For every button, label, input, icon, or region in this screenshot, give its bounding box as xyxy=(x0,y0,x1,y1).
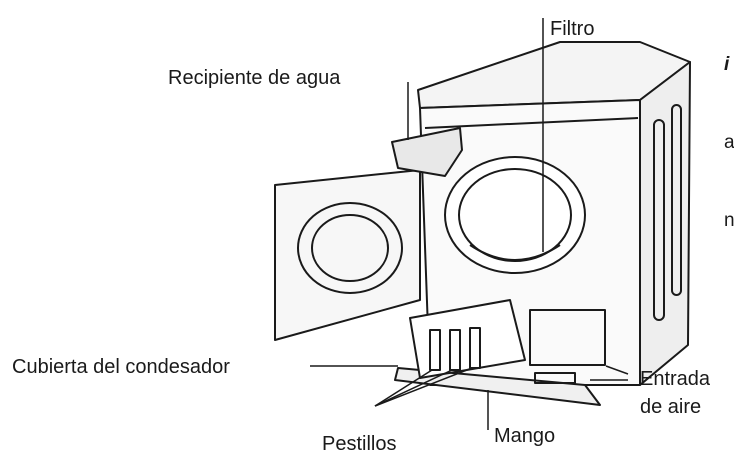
label-latches: Pestillos xyxy=(322,433,396,455)
lower-compartment xyxy=(529,309,606,366)
latch xyxy=(449,329,461,371)
filter-frame xyxy=(469,244,561,261)
door-window xyxy=(297,202,403,294)
leader-latch-1 xyxy=(374,369,433,407)
leader-air-inlet-2 xyxy=(605,365,629,375)
info-icon: i xyxy=(724,54,730,75)
leader-latch-3 xyxy=(374,367,473,407)
label-condenser-cover: Cubierta del condesador xyxy=(12,356,230,378)
label-handle: Mango xyxy=(494,425,555,447)
latch xyxy=(469,327,481,369)
water-container-drawer xyxy=(391,127,463,177)
door-window-inner xyxy=(311,214,389,282)
air-inlet-slot xyxy=(534,372,576,384)
condenser-cover-part xyxy=(394,367,601,406)
label-air-inlet-line1: Entrada xyxy=(640,368,711,390)
label-filter: Filtro xyxy=(550,18,594,40)
dryer-door xyxy=(274,169,421,341)
dryer-illustration xyxy=(274,41,691,406)
control-strip xyxy=(424,117,639,129)
side-rib xyxy=(653,119,665,321)
label-air-inlet-line2: de aire xyxy=(640,396,701,418)
label-water-container: Recipiente de agua xyxy=(168,67,341,89)
side-note-line: n xyxy=(724,210,734,231)
condenser-unit xyxy=(409,299,526,379)
drum-opening xyxy=(444,156,586,274)
leader-lines xyxy=(310,18,629,430)
leader-latch-2 xyxy=(374,369,453,407)
side-note-line: a xyxy=(724,132,734,153)
side-rib xyxy=(671,104,682,296)
side-note: i a n xyxy=(724,0,734,260)
latch xyxy=(429,329,441,371)
